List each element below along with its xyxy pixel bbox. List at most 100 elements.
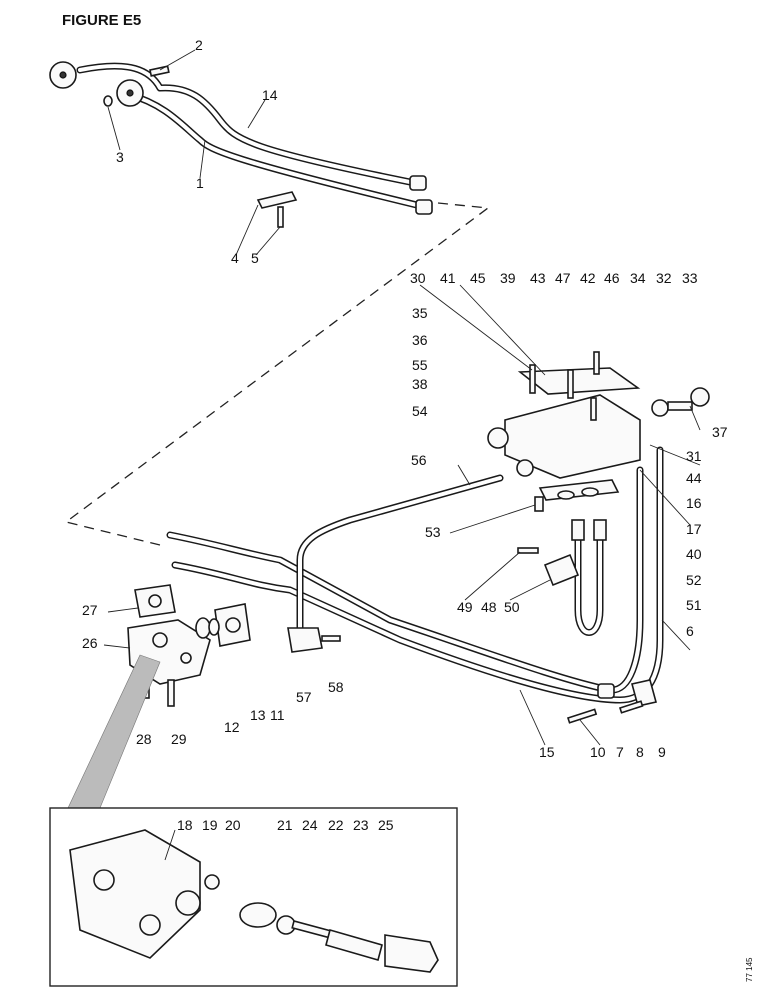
housing-18 xyxy=(69,829,201,959)
callout-45: 45 xyxy=(470,270,486,286)
callout-26: 26 xyxy=(82,635,98,651)
bolt-8 xyxy=(618,700,644,714)
callout-16: 16 xyxy=(686,495,702,511)
callout-50: 50 xyxy=(504,599,520,615)
callout-6: 6 xyxy=(686,623,694,639)
callout-10: 10 xyxy=(590,744,606,760)
plug-38 xyxy=(487,427,509,449)
bolt-10 xyxy=(566,708,598,724)
bolt-2 xyxy=(149,65,170,77)
callout-labels: 1 2 3 14 4 5 30 41 45 39 43 47 42 46 34 … xyxy=(82,37,728,833)
callout-40: 40 xyxy=(686,546,702,562)
clamp-4 xyxy=(256,191,298,209)
callout-15: 15 xyxy=(539,744,555,760)
callout-23: 23 xyxy=(353,817,369,833)
callout-42: 42 xyxy=(580,270,596,286)
callout-51: 51 xyxy=(686,597,702,613)
ring-20 xyxy=(204,874,220,890)
o-ring-3 xyxy=(103,95,113,107)
callout-32: 32 xyxy=(656,270,672,286)
callout-47: 47 xyxy=(555,270,571,286)
callout-7: 7 xyxy=(616,744,624,760)
callout-5: 5 xyxy=(251,250,259,266)
callout-29: 29 xyxy=(171,731,187,747)
callout-24: 24 xyxy=(302,817,318,833)
clamp-9 xyxy=(631,679,657,707)
control-valve-assembly xyxy=(487,351,710,512)
plug-25 xyxy=(384,934,439,973)
reference-code: 77 145 xyxy=(745,957,754,982)
bolt-49 xyxy=(517,547,539,554)
callout-2: 2 xyxy=(195,37,203,53)
bolt-32 xyxy=(667,401,693,411)
callout-27: 27 xyxy=(82,602,98,618)
washer-13 xyxy=(208,618,220,636)
bore-19 xyxy=(175,890,201,916)
clamp-48 xyxy=(543,553,580,587)
callout-57: 57 xyxy=(296,689,312,705)
callout-36: 36 xyxy=(412,332,428,348)
top-pipe-assembly xyxy=(49,61,433,228)
detail-inset-frame xyxy=(49,807,458,987)
callout-12: 12 xyxy=(224,719,240,735)
callout-46: 46 xyxy=(604,270,620,286)
hose-end-left xyxy=(571,519,585,541)
flange-57 xyxy=(287,627,323,653)
callout-11: 11 xyxy=(270,707,285,723)
callout-13: 13 xyxy=(250,707,266,723)
hose-end-right xyxy=(593,519,607,541)
figure-title: FIGURE E5 xyxy=(62,12,141,29)
callout-28: 28 xyxy=(136,731,152,747)
callout-1: 1 xyxy=(196,175,204,191)
callout-21: 21 xyxy=(277,817,293,833)
callout-9: 9 xyxy=(658,744,666,760)
main-pipe-run xyxy=(166,446,664,724)
screw-53 xyxy=(534,496,544,512)
callout-30: 30 xyxy=(410,270,426,286)
callout-53: 53 xyxy=(425,524,441,540)
pipe-nut-lower xyxy=(415,199,433,215)
adapter-54 xyxy=(516,459,534,477)
callout-17: 17 xyxy=(686,521,702,537)
callout-18: 18 xyxy=(177,817,193,833)
o-ring-12 xyxy=(195,617,211,639)
stud-42 xyxy=(593,351,600,375)
callout-38: 38 xyxy=(412,376,428,392)
callout-56: 56 xyxy=(411,452,427,468)
callout-52: 52 xyxy=(686,572,702,588)
callout-37: 37 xyxy=(712,424,728,440)
stud-41 xyxy=(529,364,536,394)
stud-43 xyxy=(590,397,597,421)
callout-43: 43 xyxy=(530,270,546,286)
cover-plate xyxy=(517,367,641,395)
callout-22: 22 xyxy=(328,817,344,833)
callout-3: 3 xyxy=(116,149,124,165)
bolt-58 xyxy=(321,635,341,642)
callout-19: 19 xyxy=(202,817,218,833)
spring-23 xyxy=(325,929,383,961)
detail-inset-parts xyxy=(69,829,439,973)
bolt-5 xyxy=(277,206,284,228)
callout-49: 49 xyxy=(457,599,473,615)
pipe-nut-upper xyxy=(409,175,427,191)
callout-20: 20 xyxy=(225,817,241,833)
callout-31: 31 xyxy=(686,448,702,464)
clip-7 xyxy=(597,683,615,699)
callout-8: 8 xyxy=(636,744,644,760)
callout-48: 48 xyxy=(481,599,497,615)
callout-55: 55 xyxy=(412,357,428,373)
dashed-guide-line xyxy=(64,202,490,546)
callout-58: 58 xyxy=(328,679,344,695)
callout-54: 54 xyxy=(412,403,428,419)
callout-34: 34 xyxy=(630,270,646,286)
gasket-40 xyxy=(538,479,620,501)
leader-lines xyxy=(103,49,701,861)
screw-29 xyxy=(167,679,175,707)
callout-35: 35 xyxy=(412,305,428,321)
callout-25: 25 xyxy=(378,817,394,833)
callout-33: 33 xyxy=(682,270,698,286)
callout-41: 41 xyxy=(440,270,456,286)
callout-39: 39 xyxy=(500,270,516,286)
callout-44: 44 xyxy=(686,470,702,486)
